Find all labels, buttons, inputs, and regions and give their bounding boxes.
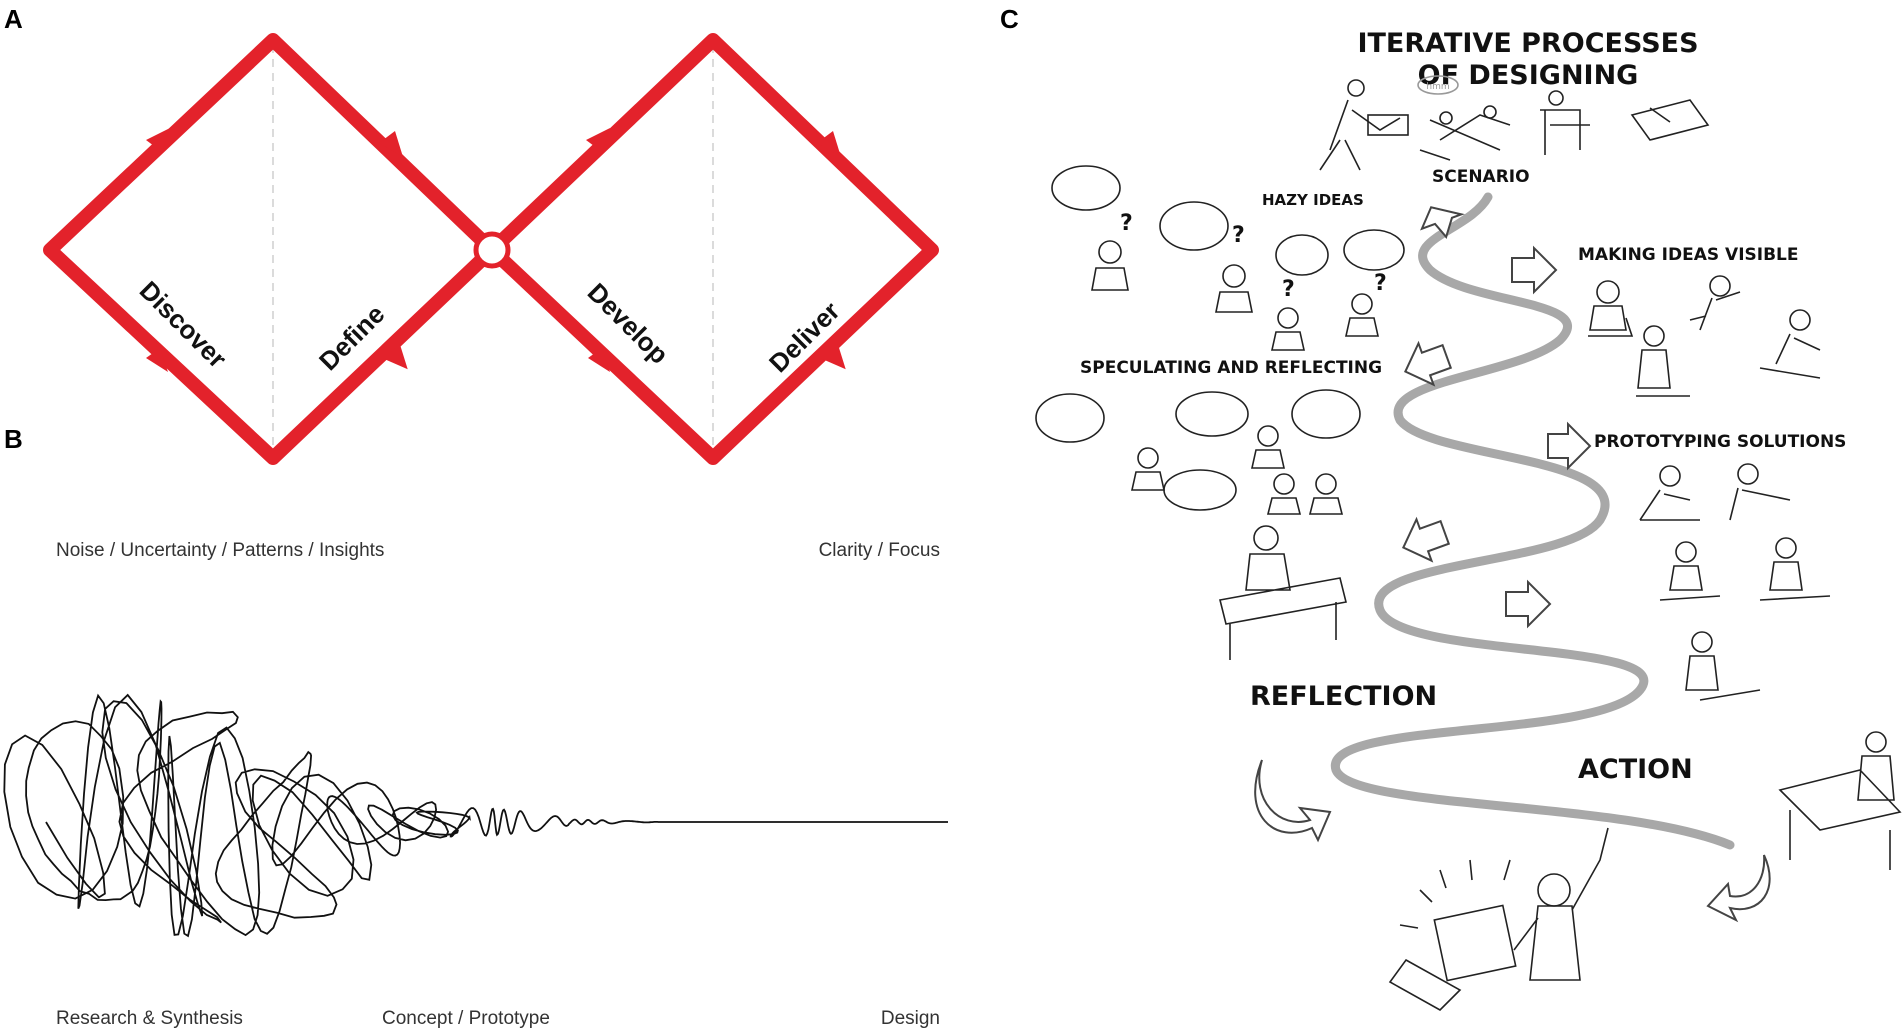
label-reflection: REFLECTION	[1250, 681, 1437, 712]
hazy-thought-bubble-4	[1343, 229, 1405, 271]
diamond-develop-deliver	[485, 33, 939, 465]
iteration-spiral	[1331, 192, 1735, 850]
speculating-people	[1131, 425, 1344, 515]
arrow-outline-left-2	[1401, 516, 1451, 563]
speculating-bubble-4	[1163, 469, 1237, 511]
arrow-outline-right-1	[1511, 245, 1558, 295]
sketch-workbench-person	[1219, 525, 1347, 660]
thought-bubble-text: hmm	[1426, 82, 1449, 92]
sketch-drawing-person	[1759, 309, 1821, 379]
sketch-prototype-person-3	[1659, 541, 1721, 601]
svg-text:?: ?	[1232, 223, 1245, 248]
speculating-bubble-1	[1035, 393, 1105, 443]
arrow-up-develop	[586, 128, 610, 152]
title-line-1: ITERATIVE PROCESSES	[1357, 28, 1698, 59]
squiggle-line	[3, 693, 948, 938]
speculating-bubble-3	[1291, 389, 1361, 439]
label-making-ideas-visible: MAKING IDEAS VISIBLE	[1578, 245, 1799, 265]
reflection-curved-arrow	[1254, 759, 1332, 843]
label-action: ACTION	[1578, 754, 1693, 785]
arrow-down-deliver	[817, 131, 841, 157]
hazy-people	[1091, 240, 1379, 351]
flow-arrows	[146, 128, 846, 372]
double-diamond-diagram: Discover Define Develop Deliver	[43, 33, 939, 465]
sketch-person-desk-1	[1319, 79, 1409, 171]
outline-arrows	[1254, 206, 1771, 923]
squiggle-bottom-center-label: Concept / Prototype	[382, 1008, 550, 1029]
arrow-outline-right-3	[1505, 579, 1552, 629]
svg-text:?: ?	[1120, 211, 1133, 236]
arrow-up-discover	[146, 128, 170, 152]
panel-a-letter: A	[4, 4, 23, 34]
sketch-illustrations: hmm ?? ??	[1035, 75, 1902, 1011]
diamond-discover-define	[43, 33, 499, 465]
sketch-prototype-person-4	[1759, 537, 1831, 601]
squiggle-top-right-label: Clarity / Focus	[819, 540, 940, 561]
arrow-outline-1	[1420, 206, 1465, 239]
label-speculating-reflecting: SPECULATING AND REFLECTING	[1080, 358, 1382, 378]
sketch-celebrating-person	[1388, 827, 1609, 1011]
sketch-prototype-person-5	[1685, 631, 1761, 701]
squiggle-bottom-right-label: Design	[881, 1008, 940, 1029]
arrow-down-define	[379, 131, 403, 157]
iterative-process-diagram: ITERATIVE PROCESSES OF DESIGNING SCENARI…	[1035, 28, 1902, 1011]
sketch-prototype-person-2	[1729, 463, 1791, 521]
design-squiggle-diagram: Noise / Uncertainty / Patterns / Insight…	[3, 540, 948, 1029]
arrow-down-discover	[146, 348, 168, 372]
squiggle-top-left-label: Noise / Uncertainty / Patterns / Insight…	[56, 540, 384, 561]
arrow-up-deliver	[821, 344, 846, 370]
title-line-2: OF DESIGNING	[1418, 60, 1639, 91]
action-curved-arrow	[1706, 854, 1771, 923]
label-prototyping-solutions: PROTOTYPING SOLUTIONS	[1594, 432, 1846, 452]
sketch-chair-person	[1540, 90, 1590, 155]
arrow-outline-left-1	[1403, 340, 1453, 387]
sketch-desk-drawing	[1630, 99, 1710, 141]
thought-bubble-top	[1417, 75, 1459, 95]
svg-text:?: ?	[1282, 277, 1295, 302]
arrow-outline-right-2	[1547, 421, 1592, 471]
sketch-standing-person	[1689, 275, 1741, 331]
diamond-junction-node	[473, 231, 511, 269]
sketch-group-table	[1419, 105, 1511, 161]
sketch-prototype-person-1	[1639, 465, 1700, 521]
sketch-sitting-person	[1636, 325, 1690, 397]
sketch-desk-person-bottom	[1778, 731, 1902, 870]
panel-c-letter: C	[1000, 4, 1019, 34]
hazy-thought-bubble-3	[1275, 234, 1329, 276]
arrow-up-define	[383, 344, 408, 370]
svg-text:?: ?	[1374, 271, 1387, 296]
panel-b-letter: B	[4, 424, 23, 454]
hazy-thought-bubble-1	[1051, 165, 1121, 211]
label-scenario: SCENARIO	[1432, 167, 1530, 187]
label-hazy-ideas: HAZY IDEAS	[1262, 191, 1364, 209]
question-marks: ?? ??	[1120, 211, 1387, 302]
arrow-down-develop	[588, 348, 610, 372]
squiggle-bottom-left-label: Research & Synthesis	[56, 1008, 243, 1029]
sketch-laptop-person	[1588, 280, 1634, 337]
hazy-thought-bubble-2	[1159, 201, 1229, 251]
speculating-bubble-2	[1175, 391, 1249, 437]
